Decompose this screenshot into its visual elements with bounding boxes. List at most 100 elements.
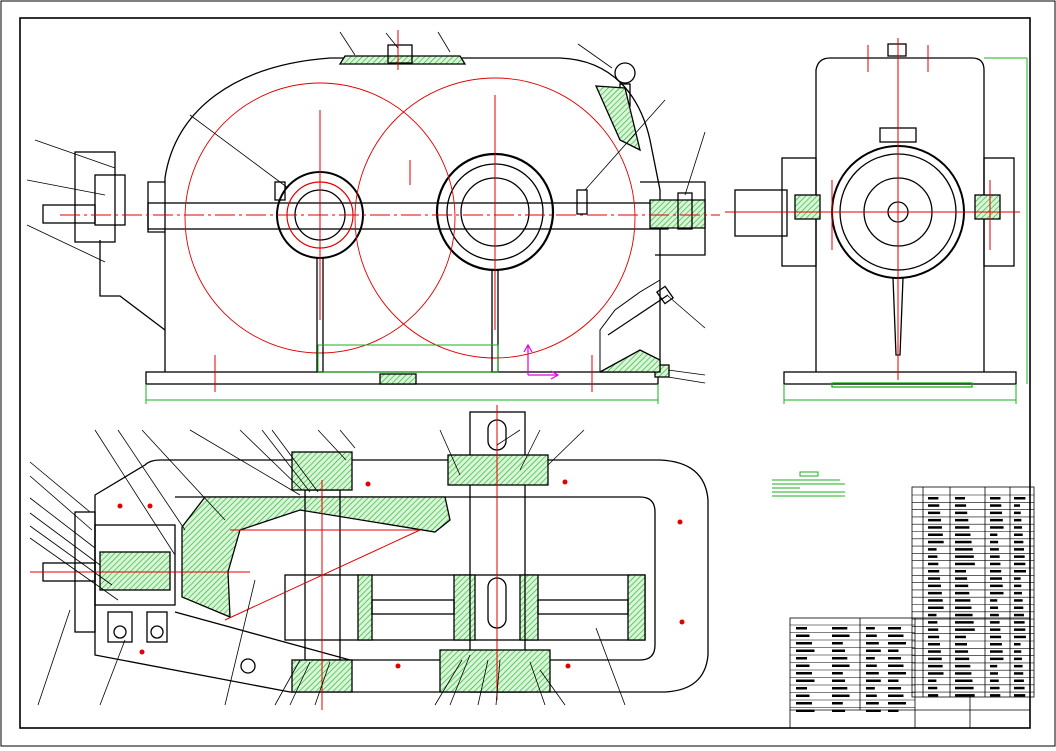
bom-cell-text-mark: [955, 577, 968, 580]
bom-cell-text-mark: [928, 643, 940, 646]
title-cell-text-mark: [796, 672, 812, 675]
side-base: [783, 371, 1017, 385]
title-cell-text-mark: [796, 709, 815, 712]
title-cell-text-mark: [888, 627, 901, 630]
bom-cell-text-mark: [928, 548, 937, 551]
oil-dipstick: [607, 294, 669, 336]
bom-cell-text-mark: [955, 694, 975, 697]
bom-cell-text-mark: [928, 570, 940, 573]
bom-cell-text-mark: [955, 584, 969, 588]
title-cell-text-mark: [796, 687, 807, 690]
bom-cell-text-mark: [955, 562, 975, 566]
bom-cell-text-mark: [1014, 562, 1026, 566]
side-dimensions: [783, 57, 1028, 404]
bom-cell-text-mark: [990, 606, 999, 609]
bom-cell-text-mark: [990, 664, 998, 668]
bom-cell-text-mark: [990, 504, 1002, 507]
title-cell-text-mark: [888, 634, 904, 637]
bom-cell-text-mark: [1014, 599, 1023, 602]
title-cell-text-mark: [832, 709, 846, 712]
bom-cell-text-mark: [1014, 518, 1022, 522]
bom-cell-text-mark: [928, 657, 942, 661]
lifting-eye: [614, 62, 636, 84]
title-cell-text-mark: [866, 694, 877, 697]
bom-cell-text-mark: [990, 672, 998, 675]
bom-cell-text-mark: [928, 562, 939, 566]
title-cell-text-mark: [832, 649, 846, 652]
pinion-pitch-circle: [184, 82, 456, 354]
input-bearing-cap: [74, 151, 116, 243]
bom-cell-text-mark: [955, 679, 973, 682]
bom-cell-text-mark: [1014, 635, 1026, 639]
bom-cell-text-mark: [955, 606, 972, 609]
title-cell-text-mark: [796, 702, 812, 705]
bom-cell-text-mark: [928, 613, 937, 617]
bom-cell-text-mark: [1014, 686, 1025, 690]
bom-cell-text-mark: [955, 548, 973, 551]
bom-cell-text-mark: [990, 497, 1001, 500]
side-shaft: [734, 189, 788, 237]
bom-cell-text-mark: [990, 548, 999, 551]
title-cell-text-mark: [832, 679, 846, 682]
bom-cell-text-mark: [1014, 570, 1026, 573]
side-centerlines: [725, 38, 1020, 380]
bom-cell-text-mark: [928, 686, 938, 690]
bom-rows: [912, 494, 1034, 697]
title-cell-text-mark: [866, 672, 879, 675]
bom-cell-text-mark: [928, 584, 941, 588]
bom-cell-text-mark: [928, 650, 941, 653]
bom-cell-text-mark: [990, 613, 999, 617]
bom-cell-text-mark: [1014, 504, 1021, 507]
bom-cell-text-mark: [928, 591, 942, 595]
bom-cell-text-mark: [955, 664, 971, 668]
bom-cell-text-mark: [990, 635, 1002, 639]
bom-cell-text-mark: [1014, 694, 1026, 697]
bom-cell-text-mark: [955, 511, 968, 515]
bom-cell-text-mark: [990, 555, 1000, 558]
inner-frame: [19, 17, 1031, 729]
bom-cell-text-mark: [1014, 533, 1023, 536]
bom-cell-text-mark: [955, 497, 965, 500]
bom-cell-text-mark: [1014, 664, 1023, 668]
title-block-rows: [790, 624, 915, 712]
title-cell-text-mark: [866, 634, 877, 637]
bom-cell-text-mark: [955, 533, 971, 536]
bom-cell-text-mark: [990, 657, 1004, 661]
bom-cell-text-mark: [990, 628, 1001, 631]
bom-cell-text-mark: [1014, 657, 1022, 661]
title-cell-text-mark: [832, 634, 850, 637]
bom-cell-text-mark: [928, 672, 944, 675]
bom-cell-text-mark: [990, 511, 1003, 515]
bom-cell-text-mark: [1014, 613, 1024, 617]
title-cell-text-mark: [832, 687, 848, 690]
title-cell-text-mark: [866, 687, 875, 690]
inspection-cover: [338, 55, 467, 65]
title-cell-text-mark: [832, 702, 843, 705]
bom-cell-text-mark: [990, 621, 1000, 624]
bom-cell-text-mark: [1014, 650, 1022, 653]
title-cell-text-mark: [796, 679, 815, 682]
title-cell-text-mark: [832, 694, 850, 697]
bom-cell-text-mark: [955, 591, 970, 595]
bevel-gear: [181, 496, 451, 618]
title-cell-text-mark: [796, 649, 815, 652]
bom-cell-text-mark: [928, 526, 942, 529]
bom-cell-text-mark: [955, 643, 967, 646]
side-housing: [815, 57, 985, 372]
title-cell-text-mark: [866, 679, 881, 682]
plan-leaders: [29, 429, 626, 706]
bom-cell-text-mark: [928, 555, 938, 558]
bom-cell-text-mark: [990, 526, 1004, 529]
bom-cell-text-mark: [990, 562, 1001, 566]
plan-housing-outline: [94, 459, 709, 693]
bom-cell-text-mark: [1014, 606, 1024, 609]
title-cell-text-mark: [832, 672, 843, 675]
bom-cell-text-mark: [1014, 497, 1026, 500]
title-cell-text-mark: [888, 702, 906, 705]
bom-cell-text-mark: [955, 628, 975, 631]
title-cell-text-mark: [888, 694, 904, 697]
bom-cell-text-mark: [955, 570, 966, 573]
bom-cell-text-mark: [928, 518, 942, 522]
title-cell-text-mark: [866, 702, 879, 705]
